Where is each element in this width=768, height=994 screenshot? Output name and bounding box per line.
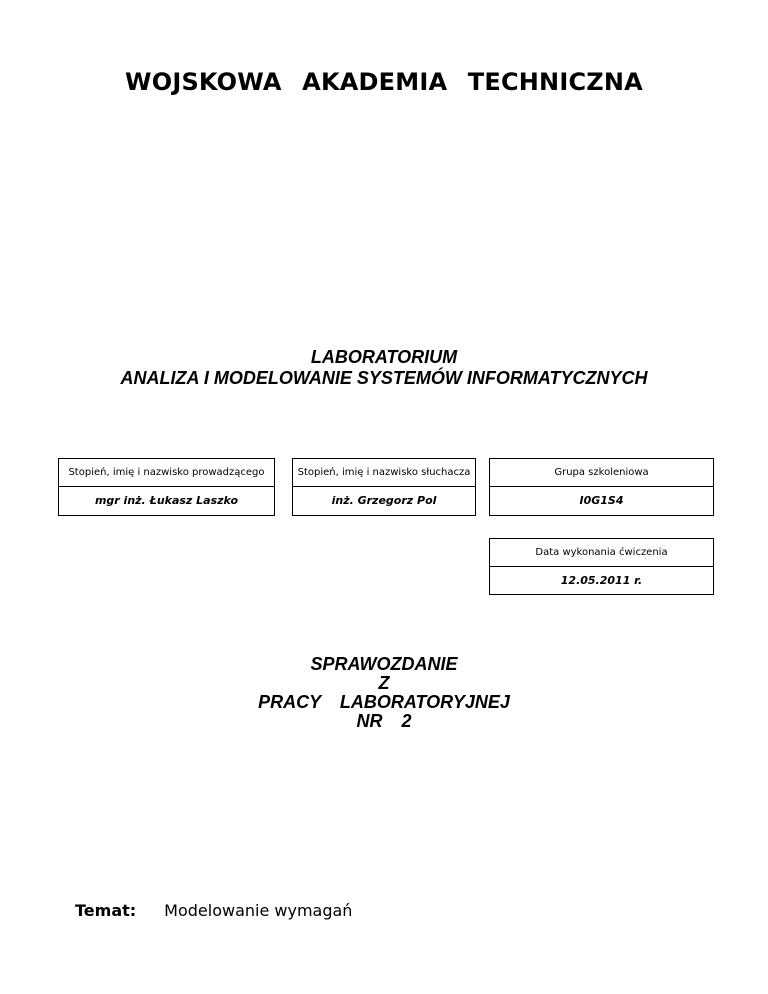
date-box-value: 12.05.2011 r. [560,574,643,587]
instructor-box-label: Stopień, imię i nazwisko prowadzącego [59,459,274,487]
topic-label: Temat: [75,901,137,920]
lab-heading-line2: ANALIZA I MODELOWANIE SYSTEMÓW INFORMATY… [120,368,648,388]
student-box-value: inż. Grzegorz Pol [331,494,437,507]
report-title: SPRAWOZDANIE Z PRACY LABORATORYJNEJ NR 2 [0,655,768,731]
group-box-value: I0G1S4 [579,494,624,507]
date-box-label: Data wykonania ćwiczenia [490,539,713,567]
student-box-label: Stopień, imię i nazwisko słuchacza [293,459,475,487]
report-title-line3: PRACY LABORATORYJNEJ [258,692,510,712]
lab-heading: LABORATORIUM ANALIZA I MODELOWANIE SYSTE… [0,347,768,389]
group-box-label: Grupa szkoleniowa [490,459,713,487]
lab-heading-line1: LABORATORIUM [310,347,458,367]
report-title-line2: Z [378,673,390,693]
info-box-student: Stopień, imię i nazwisko słuchacza inż. … [292,458,476,516]
info-box-date: Data wykonania ćwiczenia 12.05.2011 r. [489,538,714,595]
instructor-box-value: mgr inż. Łukasz Laszko [94,494,239,507]
page-title: WOJSKOWA AKADEMIA TECHNICZNA [125,68,643,96]
report-title-line1: SPRAWOZDANIE [310,654,458,674]
report-title-line4: NR 2 [356,711,412,731]
topic-line: Temat: Modelowanie wymagań [75,901,352,921]
info-box-group: Grupa szkoleniowa I0G1S4 [489,458,714,516]
info-box-instructor: Stopień, imię i nazwisko prowadzącego mg… [58,458,275,516]
topic-value: Modelowanie wymagań [164,901,353,920]
